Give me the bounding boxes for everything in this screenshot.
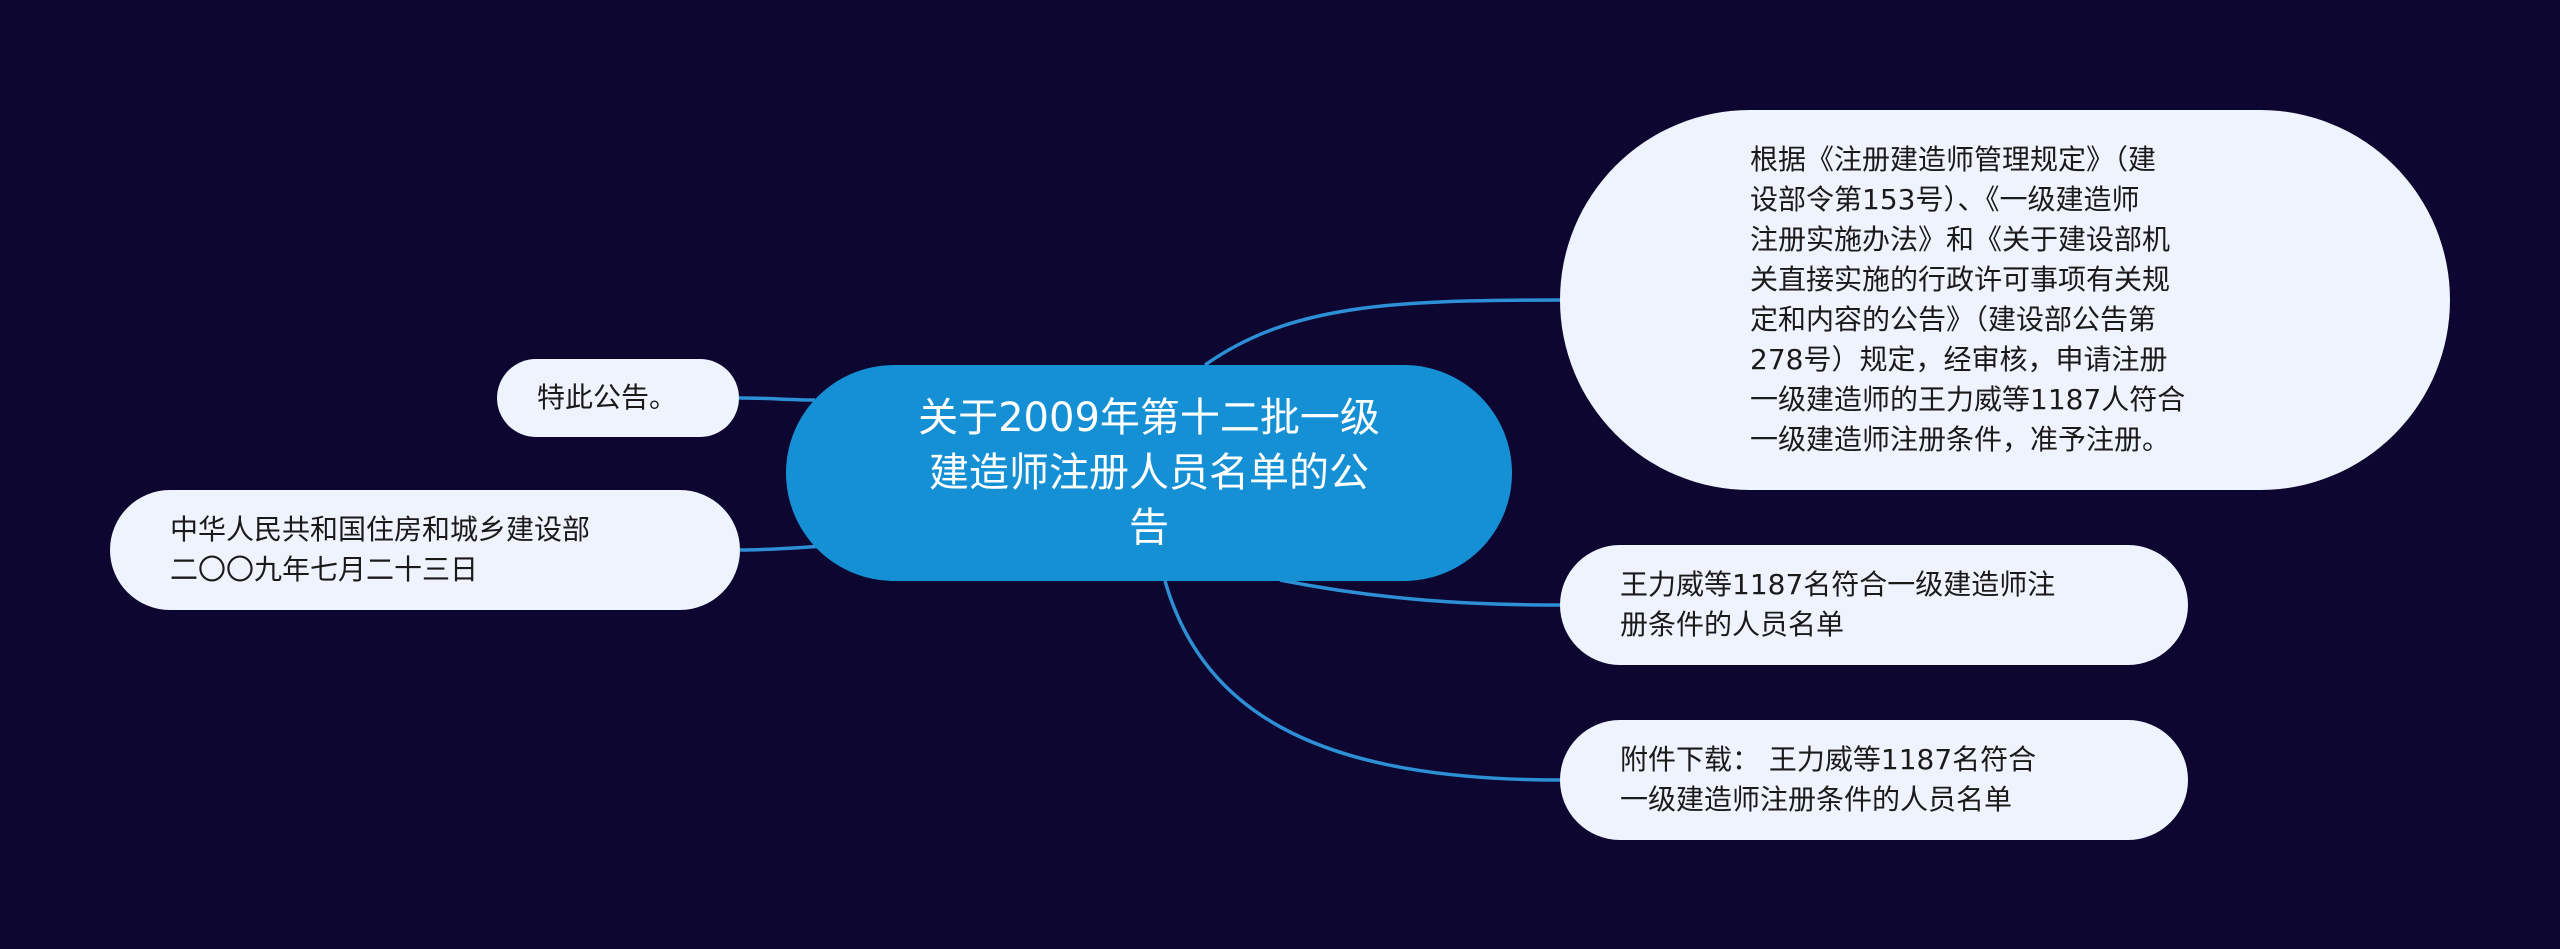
connector-to-tecigonggao-node (738, 396, 816, 402)
right-node-legal-basis-label: 根据《注册建造师管理规定》（建 设部令第153号）、《一级建造师 注册实施办法》… (1750, 143, 2186, 456)
left-node-tecigonggao-label: 特此公告。 (537, 381, 678, 414)
left-node-issuer-date-label: 中华人民共和国住房和城乡建设部 二〇〇九年七月二十三日 (170, 513, 591, 586)
left-node-issuer-date[interactable]: 中华人民共和国住房和城乡建设部 二〇〇九年七月二十三日 (110, 490, 740, 610)
right-node-personnel-list-label: 王力威等1187名符合一级建造师注 册条件的人员名单 (1620, 568, 2056, 641)
left-node-tecigonggao[interactable]: 特此公告。 (497, 359, 739, 437)
connector-to-issuer-node (739, 544, 826, 552)
connector-to-attachment-node (1163, 580, 1561, 782)
connector-to-basis-node (1203, 298, 1561, 367)
central-topic-node[interactable]: 关于2009年第十二批一级 建造师注册人员名单的公 告 (786, 365, 1512, 581)
right-node-attachment-download-label: 附件下载： 王力威等1187名符合 一级建造师注册条件的人员名单 (1620, 743, 2037, 816)
right-node-personnel-list[interactable]: 王力威等1187名符合一级建造师注 册条件的人员名单 (1560, 545, 2188, 665)
right-node-attachment-download[interactable]: 附件下载： 王力威等1187名符合 一级建造师注册条件的人员名单 (1560, 720, 2188, 840)
central-topic-label: 关于2009年第十二批一级 建造师注册人员名单的公 告 (918, 394, 1380, 551)
right-node-legal-basis[interactable]: 根据《注册建造师管理规定》（建 设部令第153号）、《一级建造师 注册实施办法》… (1560, 110, 2450, 490)
connector-to-list-node (1279, 578, 1561, 607)
